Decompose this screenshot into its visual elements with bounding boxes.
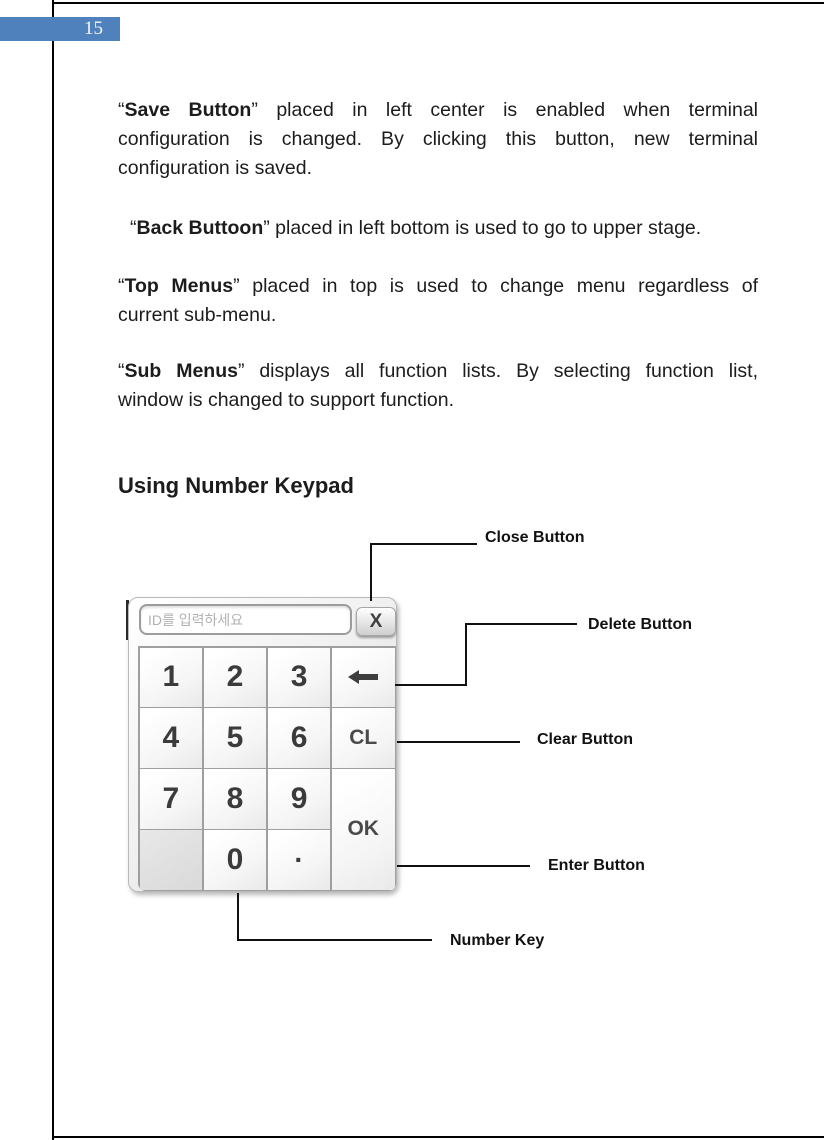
clear-callout-label: Clear Button: [537, 731, 633, 748]
line-rest: ” placed in top is used to change menu r…: [233, 275, 758, 297]
close-callout-line: [370, 544, 372, 601]
page-left-rule: [52, 0, 54, 1140]
open-quote: “: [118, 275, 125, 297]
blank-key: [139, 830, 203, 890]
key-0[interactable]: 0: [203, 830, 267, 890]
open-quote: “: [130, 217, 137, 239]
id-input[interactable]: [139, 604, 352, 635]
close-callout-label: Close Button: [485, 529, 585, 546]
open-quote: “: [118, 360, 125, 382]
text-line: “Top Menus” placed in top is used to cha…: [118, 272, 758, 301]
clear-button[interactable]: CL: [331, 708, 395, 768]
line-rest: ” placed in left bottom is used to go to…: [263, 217, 702, 239]
line-rest: ” displays all function lists. By select…: [237, 360, 758, 382]
clear-callout-line: [397, 741, 520, 743]
key-7[interactable]: 7: [139, 769, 203, 829]
number-key-callout-label: Number Key: [450, 932, 545, 949]
key-1[interactable]: 1: [139, 647, 203, 707]
enter-button[interactable]: OK: [331, 769, 395, 890]
keypad-grid: 1 2 3 4 5 6 CL 7 8 9 OK 0 ·: [138, 646, 396, 891]
text-line: configuration is saved.: [118, 157, 313, 179]
number-key-callout-line: [237, 893, 239, 941]
page-top-rule: [52, 2, 824, 4]
bold-term: Back Buttoon: [136, 217, 264, 239]
delete-callout-line: [395, 684, 467, 686]
delete-callout-label: Delete Button: [588, 616, 692, 633]
text-line: “Save Button” placed in left center is e…: [118, 96, 758, 125]
key-8[interactable]: 8: [203, 769, 267, 829]
key-6[interactable]: 6: [267, 708, 331, 768]
paragraph-back-button: “Back Buttoon” placed in left bottom is …: [118, 214, 758, 243]
section-heading: Using Number Keypad: [118, 473, 354, 498]
open-quote: “: [118, 99, 125, 121]
paragraph-top-menus: “Top Menus” placed in top is used to cha…: [118, 272, 758, 330]
page-number: 15: [84, 18, 103, 39]
key-2[interactable]: 2: [203, 647, 267, 707]
enter-callout-label: Enter Button: [548, 857, 645, 874]
paragraph-sub-menus: “Sub Menus” displays all function lists.…: [118, 357, 758, 415]
page-number-badge: 15: [0, 17, 120, 41]
page-bottom-rule: [52, 1136, 824, 1138]
text-line: “Back Buttoon” placed in left bottom is …: [130, 214, 758, 243]
enter-callout-line: [397, 865, 530, 867]
close-callout-line: [370, 543, 477, 545]
delete-button[interactable]: [331, 647, 395, 707]
number-keypad-figure: X 1 2 3 4 5 6 CL 7 8 9 OK 0 ·: [128, 597, 397, 892]
backspace-arrow-icon: [348, 670, 379, 685]
key-3[interactable]: 3: [267, 647, 331, 707]
key-4[interactable]: 4: [139, 708, 203, 768]
key-9[interactable]: 9: [267, 769, 331, 829]
bold-term: Top Menus: [124, 275, 234, 297]
close-button[interactable]: X: [356, 607, 396, 636]
dot-key[interactable]: ·: [267, 830, 331, 890]
paragraph-save-button: “Save Button” placed in left center is e…: [118, 96, 758, 183]
number-key-callout-line: [237, 939, 432, 941]
bold-term: Save Button: [124, 99, 252, 121]
delete-callout-line: [465, 623, 577, 625]
delete-callout-line: [465, 624, 467, 686]
text-line: window is changed to support function.: [118, 389, 455, 411]
text-line: current sub-menu.: [118, 304, 277, 326]
line-rest: ” placed in left center is enabled when …: [251, 99, 759, 121]
text-line: configuration is changed. By clicking th…: [118, 128, 758, 150]
bold-term: Sub Menus: [124, 360, 238, 382]
figure-edge-mark: [126, 600, 129, 640]
key-5[interactable]: 5: [203, 708, 267, 768]
text-line: “Sub Menus” displays all function lists.…: [118, 357, 758, 386]
